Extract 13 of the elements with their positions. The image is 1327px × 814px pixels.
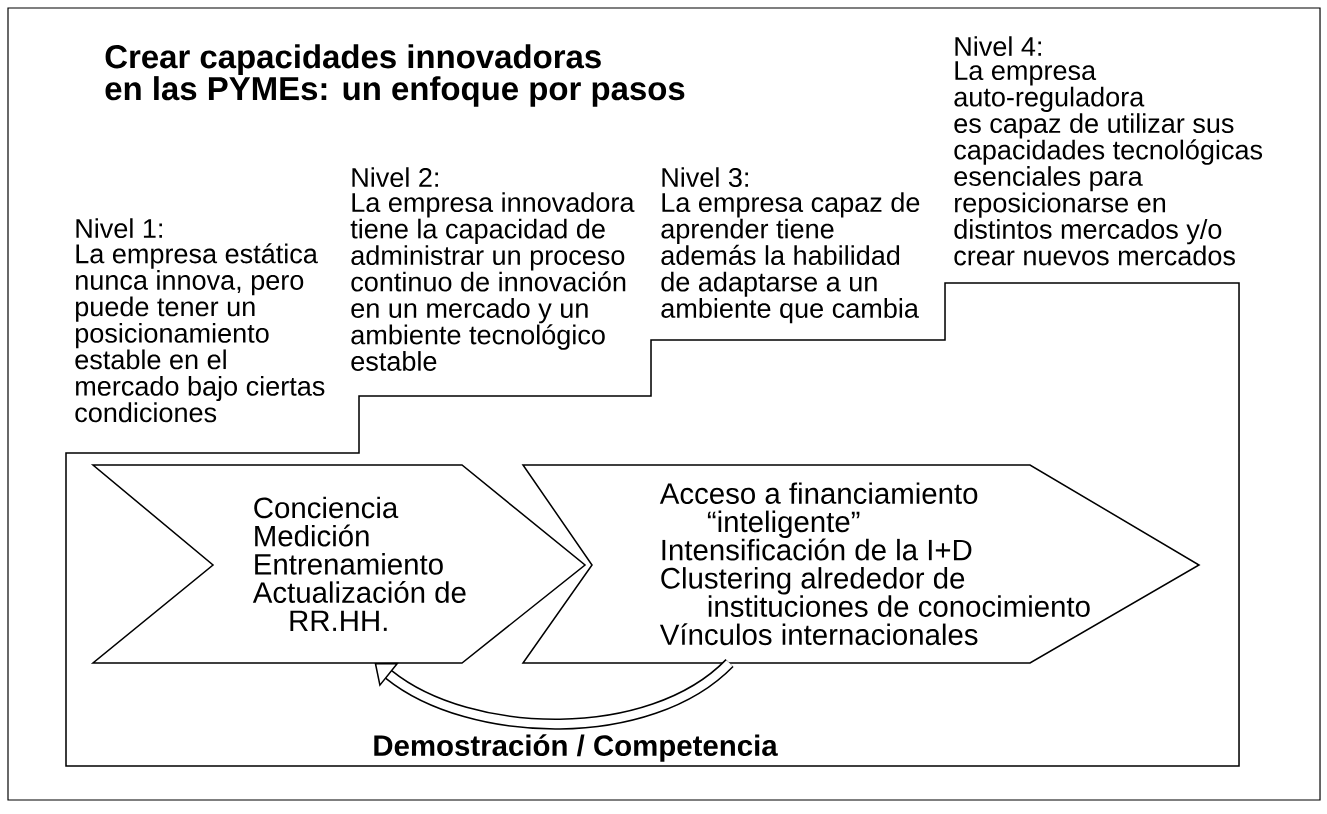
- level-description: La empresa capaz de aprender tiene además la habilidad de adaptarse a un ambiente que cambia: [661, 192, 920, 324]
- curved-arrow: [374, 658, 734, 730]
- level-description: La empresa innovadora tiene la capacidad de administrar un proceso continuo de innovación en un mercado y un ambiente tecnológico estable: [350, 192, 635, 371]
- edge-label: Demostración / Competencia: [370, 731, 781, 765]
- level-heading: Nivel 1:: [76, 218, 162, 239]
- level-heading: Nivel 2:: [352, 167, 438, 188]
- level-heading: Nivel 3:: [662, 167, 748, 188]
- level-heading: Nivel 4:: [955, 36, 1041, 57]
- level-description: La empresa estática nunca innova, pero puede tener un posicionamiento estable en el mercado bajo ciertas condiciones: [75, 243, 325, 423]
- level-description: La empresa auto-reguladora es capaz de utilizar sus capacidades tecnológicas esenciales para reposicionarse en distintos mercados y/o crear nuevos mercados: [954, 61, 1263, 266]
- title: Crear capacidades innovadoras en las PYMEs: un enfoque por pasos: [105, 44, 685, 107]
- chevron-box: Acceso a financiamiento “inteligente” Intensificación de la I+D Clustering alrededor de instituciones de conocimiento Vínculos internacionales: [521, 464, 1201, 664]
- chevron-box: Conciencia Medición Entrenamiento Actualización de RR.HH.: [90, 464, 587, 664]
